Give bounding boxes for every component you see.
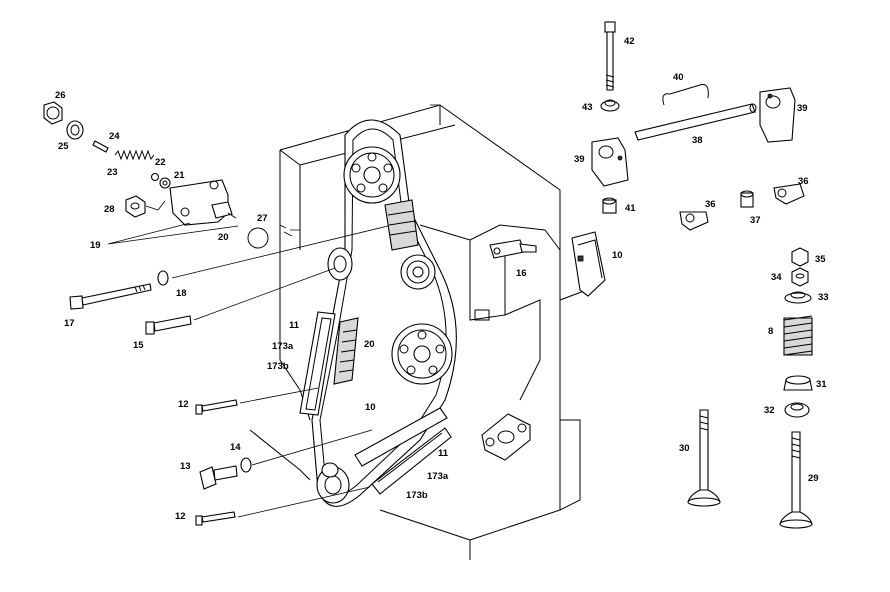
callout-26: 26 bbox=[55, 90, 66, 101]
callout-173a-lower: 173a bbox=[427, 471, 449, 482]
spring-23 bbox=[114, 149, 155, 161]
callout-173b-upper: 173b bbox=[267, 361, 289, 372]
engine-block bbox=[249, 104, 601, 560]
valve-29 bbox=[779, 431, 813, 529]
bushing-37 bbox=[740, 190, 754, 208]
valve-cotter-34 bbox=[791, 267, 809, 287]
valve-seal-32 bbox=[784, 402, 810, 418]
callout-11-upper: 11 bbox=[289, 320, 300, 331]
callout-34: 34 bbox=[771, 272, 782, 283]
leader-lines-left bbox=[107, 222, 389, 518]
washer-18 bbox=[157, 270, 169, 286]
callout-30: 30 bbox=[679, 443, 690, 454]
spring-retainer-33 bbox=[784, 291, 812, 304]
rocker-support-39-left bbox=[591, 137, 629, 187]
intermediate-sprocket bbox=[391, 323, 453, 385]
callout-27: 27 bbox=[257, 213, 268, 224]
callout-21: 21 bbox=[174, 170, 185, 181]
callout-11-lower: 11 bbox=[438, 448, 449, 459]
tensioner-housing-19 bbox=[169, 179, 237, 226]
callout-16: 16 bbox=[516, 268, 527, 279]
seal-21 bbox=[159, 177, 171, 189]
callout-14: 14 bbox=[230, 442, 241, 453]
callout-39-left: 39 bbox=[574, 154, 585, 165]
callout-17: 17 bbox=[64, 318, 75, 329]
idler-sprocket-right bbox=[400, 254, 436, 290]
rocker-arm-36-right bbox=[773, 183, 805, 205]
callout-12-upper: 12 bbox=[178, 399, 189, 410]
callout-20-top: 20 bbox=[218, 232, 229, 243]
callout-36-right: 36 bbox=[798, 176, 809, 187]
callout-22: 22 bbox=[155, 157, 166, 168]
bolt-42 bbox=[604, 21, 616, 91]
spring-seat-31 bbox=[783, 375, 813, 391]
callout-36-left: 36 bbox=[705, 199, 716, 210]
washer-25 bbox=[66, 120, 84, 140]
callout-labels: 26 25 24 23 22 21 28 27 20 19 18 17 15 1… bbox=[55, 36, 829, 522]
o-ring-27 bbox=[247, 224, 293, 249]
pin-24 bbox=[92, 140, 109, 153]
callout-173b-lower: 173b bbox=[406, 490, 428, 501]
callout-13: 13 bbox=[180, 461, 191, 472]
chain-guide-lower bbox=[354, 407, 452, 495]
callout-24: 24 bbox=[109, 131, 120, 142]
rocker-arm-36-left bbox=[679, 211, 709, 231]
bolt-17 bbox=[69, 283, 152, 310]
valve-30 bbox=[687, 409, 721, 507]
valve-spring-8 bbox=[783, 315, 813, 356]
timing-chain bbox=[333, 317, 359, 385]
tensioner-block bbox=[384, 199, 419, 251]
callout-20-chain: 20 bbox=[364, 339, 375, 350]
callout-41: 41 bbox=[625, 203, 636, 214]
bolt-13 bbox=[199, 465, 238, 490]
gasket-plate bbox=[481, 413, 531, 461]
callout-12-lower: 12 bbox=[175, 511, 186, 522]
callout-32: 32 bbox=[764, 405, 775, 416]
valve-cotter-35 bbox=[791, 247, 809, 267]
chain-guide-10 bbox=[571, 231, 606, 297]
bolt-12-upper bbox=[195, 399, 238, 415]
callout-35: 35 bbox=[815, 254, 826, 265]
ball-22 bbox=[150, 172, 160, 182]
washer-14 bbox=[240, 457, 252, 473]
callout-18: 18 bbox=[176, 288, 187, 299]
chain-guide-upper bbox=[299, 311, 336, 416]
camshaft-sprocket bbox=[343, 146, 401, 204]
callout-37: 37 bbox=[750, 215, 761, 226]
callout-31: 31 bbox=[816, 379, 827, 390]
bolt-15 bbox=[145, 315, 192, 335]
spring-clip-40 bbox=[662, 84, 709, 106]
washer-43 bbox=[600, 99, 620, 112]
rocker-shaft-38 bbox=[634, 103, 757, 141]
hex-nut-26 bbox=[43, 101, 63, 125]
idler-pulley-left bbox=[327, 247, 353, 281]
rocker-support-39-right bbox=[759, 87, 796, 143]
callout-38: 38 bbox=[692, 135, 703, 146]
callout-23: 23 bbox=[107, 167, 118, 178]
callout-10-lower: 10 bbox=[365, 402, 376, 413]
callout-173a-upper: 173a bbox=[272, 341, 294, 352]
callout-10-upper: 10 bbox=[612, 250, 623, 261]
callout-19: 19 bbox=[90, 240, 101, 251]
callout-25: 25 bbox=[58, 141, 69, 152]
callout-15: 15 bbox=[133, 340, 144, 351]
callout-8: 8 bbox=[768, 326, 773, 337]
callout-29: 29 bbox=[808, 473, 819, 484]
callout-28: 28 bbox=[104, 204, 115, 215]
callout-33: 33 bbox=[818, 292, 829, 303]
bushing-41 bbox=[602, 197, 617, 214]
nut-28 bbox=[125, 195, 166, 218]
callout-39-right: 39 bbox=[797, 103, 808, 114]
bracket-16 bbox=[489, 239, 537, 259]
callout-43: 43 bbox=[582, 102, 593, 113]
bolt-12-lower bbox=[195, 511, 236, 526]
callout-42: 42 bbox=[624, 36, 635, 47]
callout-40: 40 bbox=[673, 72, 684, 83]
